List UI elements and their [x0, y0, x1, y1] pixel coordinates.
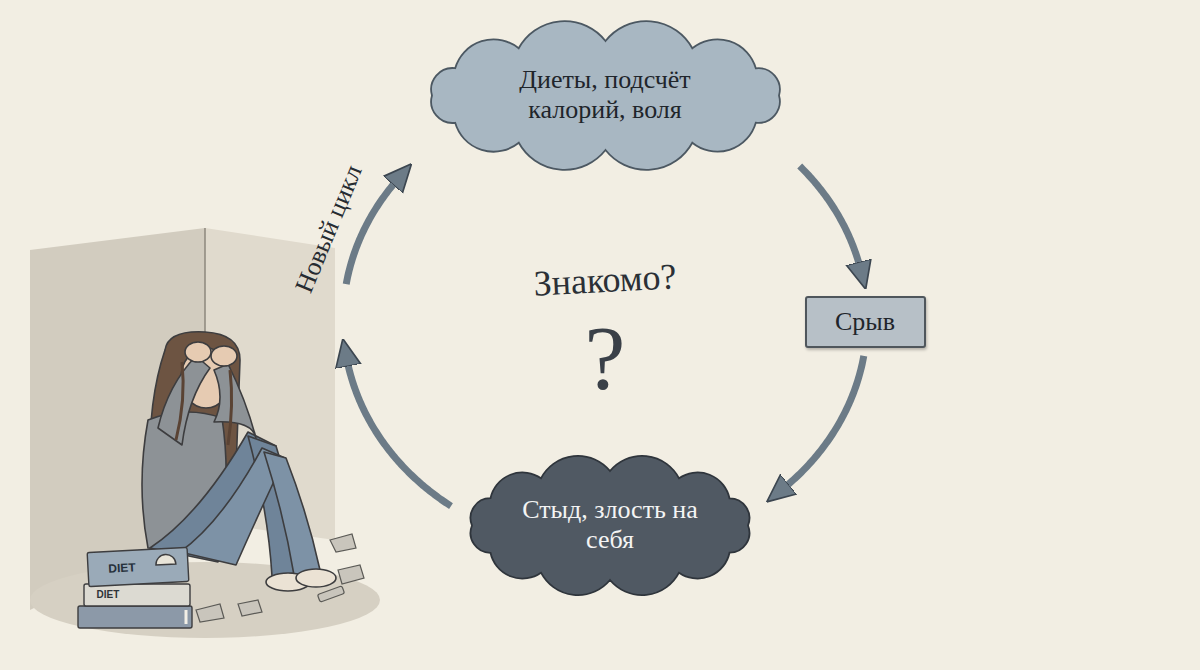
room-corner-part [30, 562, 380, 638]
snack-wrappers-part [317, 586, 344, 602]
sitting-woman-part [228, 370, 232, 445]
cloud-node: Стыд, злость на себя [472, 471, 748, 580]
question-caption: Знакомо? [533, 258, 678, 301]
diet-books-part [87, 547, 189, 586]
cycle-arrow [800, 166, 861, 270]
snack-wrappers-part [330, 534, 356, 552]
sitting-woman-part [176, 362, 183, 440]
sitting-woman-part [264, 452, 320, 575]
question-mark: ? [585, 312, 626, 404]
sitting-woman-part [185, 342, 211, 362]
cloud-path [431, 21, 780, 170]
node-text: Стыд, злость на себя [520, 495, 700, 555]
arrow-path [347, 358, 451, 506]
cloud-node: Диеты, подсчёт калорий, воля [432, 41, 779, 150]
arrow-path [782, 356, 864, 490]
node-text: Срыв [835, 307, 895, 337]
process-box: Срыв [805, 296, 926, 348]
cycle-arrow [782, 356, 864, 490]
sitting-woman-part [158, 356, 210, 445]
diet-books-part [185, 610, 188, 624]
diet-books-part [84, 584, 190, 606]
node-text: Диеты, подсчёт калорий, воля [490, 65, 720, 125]
snack-wrappers [196, 534, 364, 622]
book-title: DIET [108, 561, 136, 574]
diet-books [78, 547, 192, 628]
snack-wrappers-part [196, 604, 224, 622]
snack-wrappers-part [238, 600, 262, 616]
snack-wrappers-part [338, 565, 364, 584]
sitting-woman-part [214, 364, 256, 438]
diet-books-part [155, 554, 175, 565]
cloud-path [471, 455, 750, 594]
room-corner [30, 228, 380, 638]
cycle-arrow [346, 178, 451, 506]
sitting-woman-part [296, 569, 336, 587]
sitting-woman-part [211, 346, 237, 366]
book-title: DIET [97, 590, 120, 600]
diet-books-part [78, 606, 192, 628]
arrow-path [800, 166, 861, 270]
